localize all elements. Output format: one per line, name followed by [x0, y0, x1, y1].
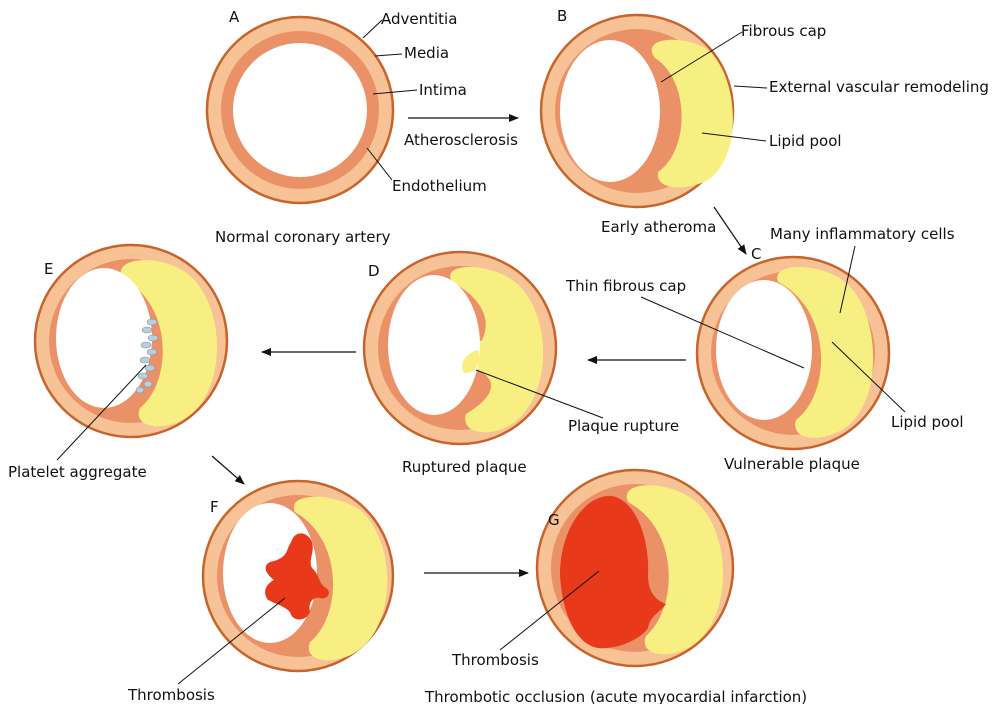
lumen: [560, 40, 660, 182]
lipid-pool-label: Lipid pool: [891, 413, 964, 431]
lumen: [233, 43, 367, 177]
atherosclerosis-label: Atherosclerosis: [404, 131, 518, 149]
lipid-pool-label: Lipid pool: [769, 132, 842, 150]
media-leader: [375, 54, 402, 56]
panel-caption: Early atheroma: [601, 218, 716, 236]
panel-letter: C: [751, 245, 761, 263]
lumen: [388, 275, 480, 415]
thin-fibrous-cap-label: Thin fibrous cap: [565, 277, 686, 295]
panel-b: B Fibrous cap External vascular remodeli…: [541, 7, 989, 236]
fibrous-cap-label: Fibrous cap: [741, 22, 826, 40]
media-label: Media: [404, 44, 449, 62]
platelet-aggregate-label: Platelet aggregate: [8, 463, 147, 481]
lumen: [56, 268, 152, 408]
panel-letter: E: [44, 260, 53, 278]
panel-letter: D: [368, 262, 380, 280]
external-remodeling-label: External vascular remodeling: [769, 78, 989, 96]
adventitia-label: Adventitia: [381, 10, 457, 28]
thrombosis-label: Thrombosis: [451, 651, 539, 669]
panel-a: A Adventitia Media Intima Endothelium No…: [207, 8, 487, 246]
panel-letter: A: [229, 8, 240, 26]
many-inflammatory-label: Many inflammatory cells: [770, 225, 955, 243]
endothelium-label: Endothelium: [392, 177, 487, 195]
adventitia-leader: [363, 20, 382, 38]
arrow-b-to-c: [714, 207, 746, 254]
plaque-rupture-label: Plaque rupture: [568, 417, 679, 435]
panel-e: E Platelet aggregate: [8, 245, 227, 481]
panel-caption: Vulnerable plaque: [724, 455, 860, 473]
panel-letter: G: [548, 511, 560, 529]
external-remodeling-leader: [734, 86, 767, 88]
panel-g: G Thrombosis Thrombotic occlusion (acute…: [424, 470, 807, 704]
panel-caption: Normal coronary artery: [215, 228, 391, 246]
panel-letter: B: [557, 7, 567, 25]
lumen: [716, 280, 812, 420]
thrombosis-label: Thrombosis: [127, 686, 215, 704]
panel-c: C Many inflammatory cells Thin fibrous c…: [565, 225, 964, 473]
arrow-e-to-f: [212, 456, 244, 484]
intima-label: Intima: [419, 81, 467, 99]
panel-f: F Thrombosis: [127, 481, 393, 704]
panel-caption: Thrombotic occlusion (acute myocardial i…: [424, 688, 807, 704]
panel-letter: F: [210, 498, 219, 516]
panel-caption: Ruptured plaque: [402, 458, 527, 476]
